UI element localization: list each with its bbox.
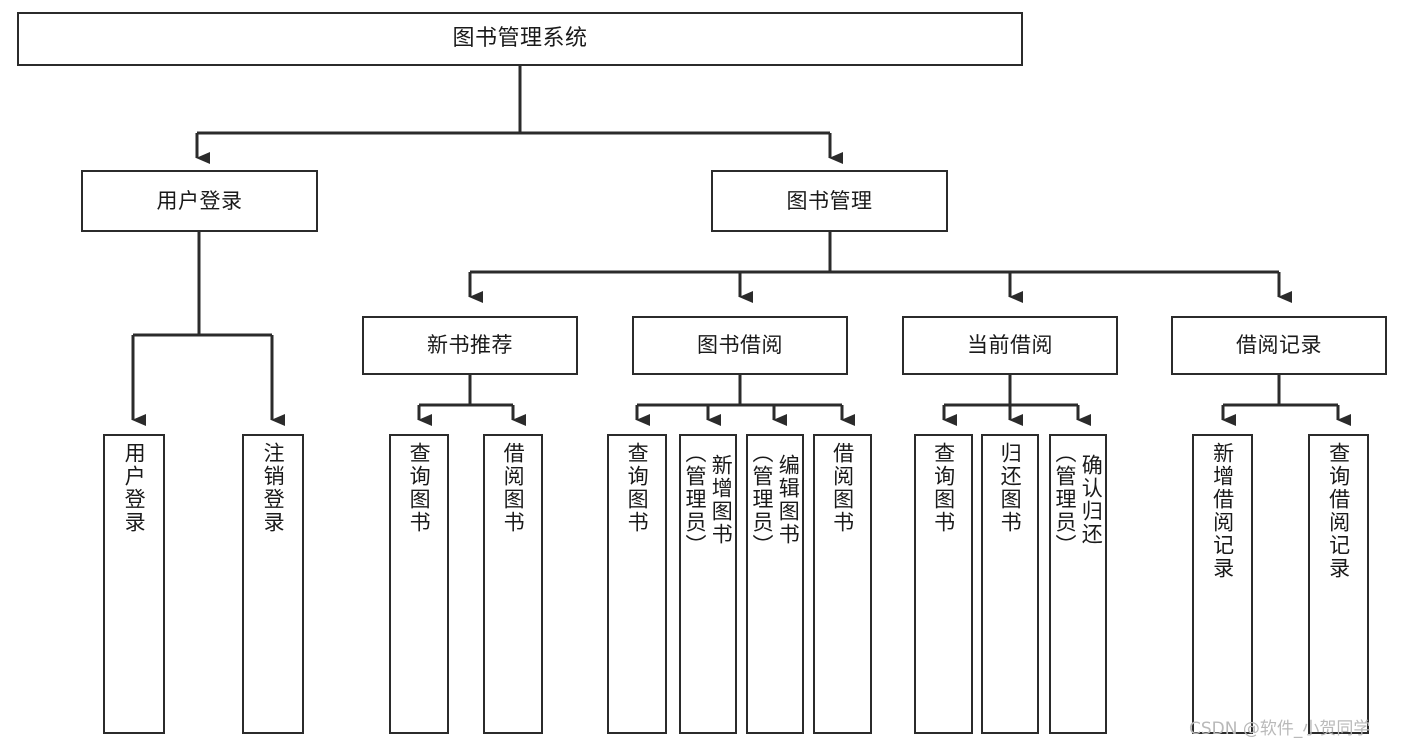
- node-label: 新增借阅记录: [1210, 442, 1235, 580]
- node-label: 查询图书: [407, 442, 432, 534]
- leaf-recommend-query-book[interactable]: 查询图书: [389, 434, 449, 734]
- csdn-watermark: CSDN @软件_小贺同学: [1189, 719, 1371, 739]
- leaf-user-login-logout[interactable]: 注销登录: [242, 434, 304, 734]
- node-label: 当前借阅: [967, 333, 1053, 358]
- node-label: 查询图书: [931, 442, 956, 534]
- node-label: 图书管理: [786, 188, 873, 213]
- leaf-current-return-book[interactable]: 归还图书: [981, 434, 1039, 734]
- leaf-records-query-record[interactable]: 查询借阅记录: [1308, 434, 1369, 734]
- node-label: 新书推荐: [427, 333, 513, 358]
- node-label: 借阅图书: [501, 442, 526, 534]
- node-label: 注销登录: [261, 442, 286, 534]
- leaf-borrow-borrow-book[interactable]: 借阅图书: [813, 434, 872, 734]
- node-label: 编辑图书 （管理员）: [750, 442, 801, 557]
- node-borrow-records[interactable]: 借阅记录: [1171, 316, 1387, 375]
- node-label: 图书管理系统: [452, 26, 588, 52]
- leaf-borrow-edit-book-admin[interactable]: 编辑图书 （管理员）: [746, 434, 804, 734]
- node-label: 查询图书: [625, 442, 650, 534]
- leaf-borrow-query-book[interactable]: 查询图书: [607, 434, 667, 734]
- node-label: 归还图书: [998, 442, 1023, 534]
- node-label: 图书借阅: [697, 333, 783, 358]
- node-current-borrow[interactable]: 当前借阅: [902, 316, 1118, 375]
- node-label: 确认归还 （管理员）: [1053, 442, 1104, 557]
- node-new-book-recommend[interactable]: 新书推荐: [362, 316, 578, 375]
- node-label: 借阅记录: [1236, 333, 1322, 358]
- node-label: 查询借阅记录: [1326, 442, 1351, 580]
- leaf-borrow-add-book-admin[interactable]: 新增图书 （管理员）: [679, 434, 737, 734]
- node-label: 用户登录: [156, 188, 243, 213]
- leaf-current-query-book[interactable]: 查询图书: [914, 434, 973, 734]
- node-root-system[interactable]: 图书管理系统: [17, 12, 1023, 66]
- leaf-current-confirm-return-admin[interactable]: 确认归还 （管理员）: [1049, 434, 1107, 734]
- node-book-management[interactable]: 图书管理: [711, 170, 948, 232]
- node-book-borrow[interactable]: 图书借阅: [632, 316, 848, 375]
- node-label: 用户登录: [122, 442, 147, 534]
- leaf-user-login-login[interactable]: 用户登录: [103, 434, 165, 734]
- leaf-records-add-record[interactable]: 新增借阅记录: [1192, 434, 1253, 734]
- node-label: 新增图书 （管理员）: [683, 442, 734, 557]
- leaf-recommend-borrow-book[interactable]: 借阅图书: [483, 434, 543, 734]
- node-user-login[interactable]: 用户登录: [81, 170, 318, 232]
- node-label: 借阅图书: [830, 442, 855, 534]
